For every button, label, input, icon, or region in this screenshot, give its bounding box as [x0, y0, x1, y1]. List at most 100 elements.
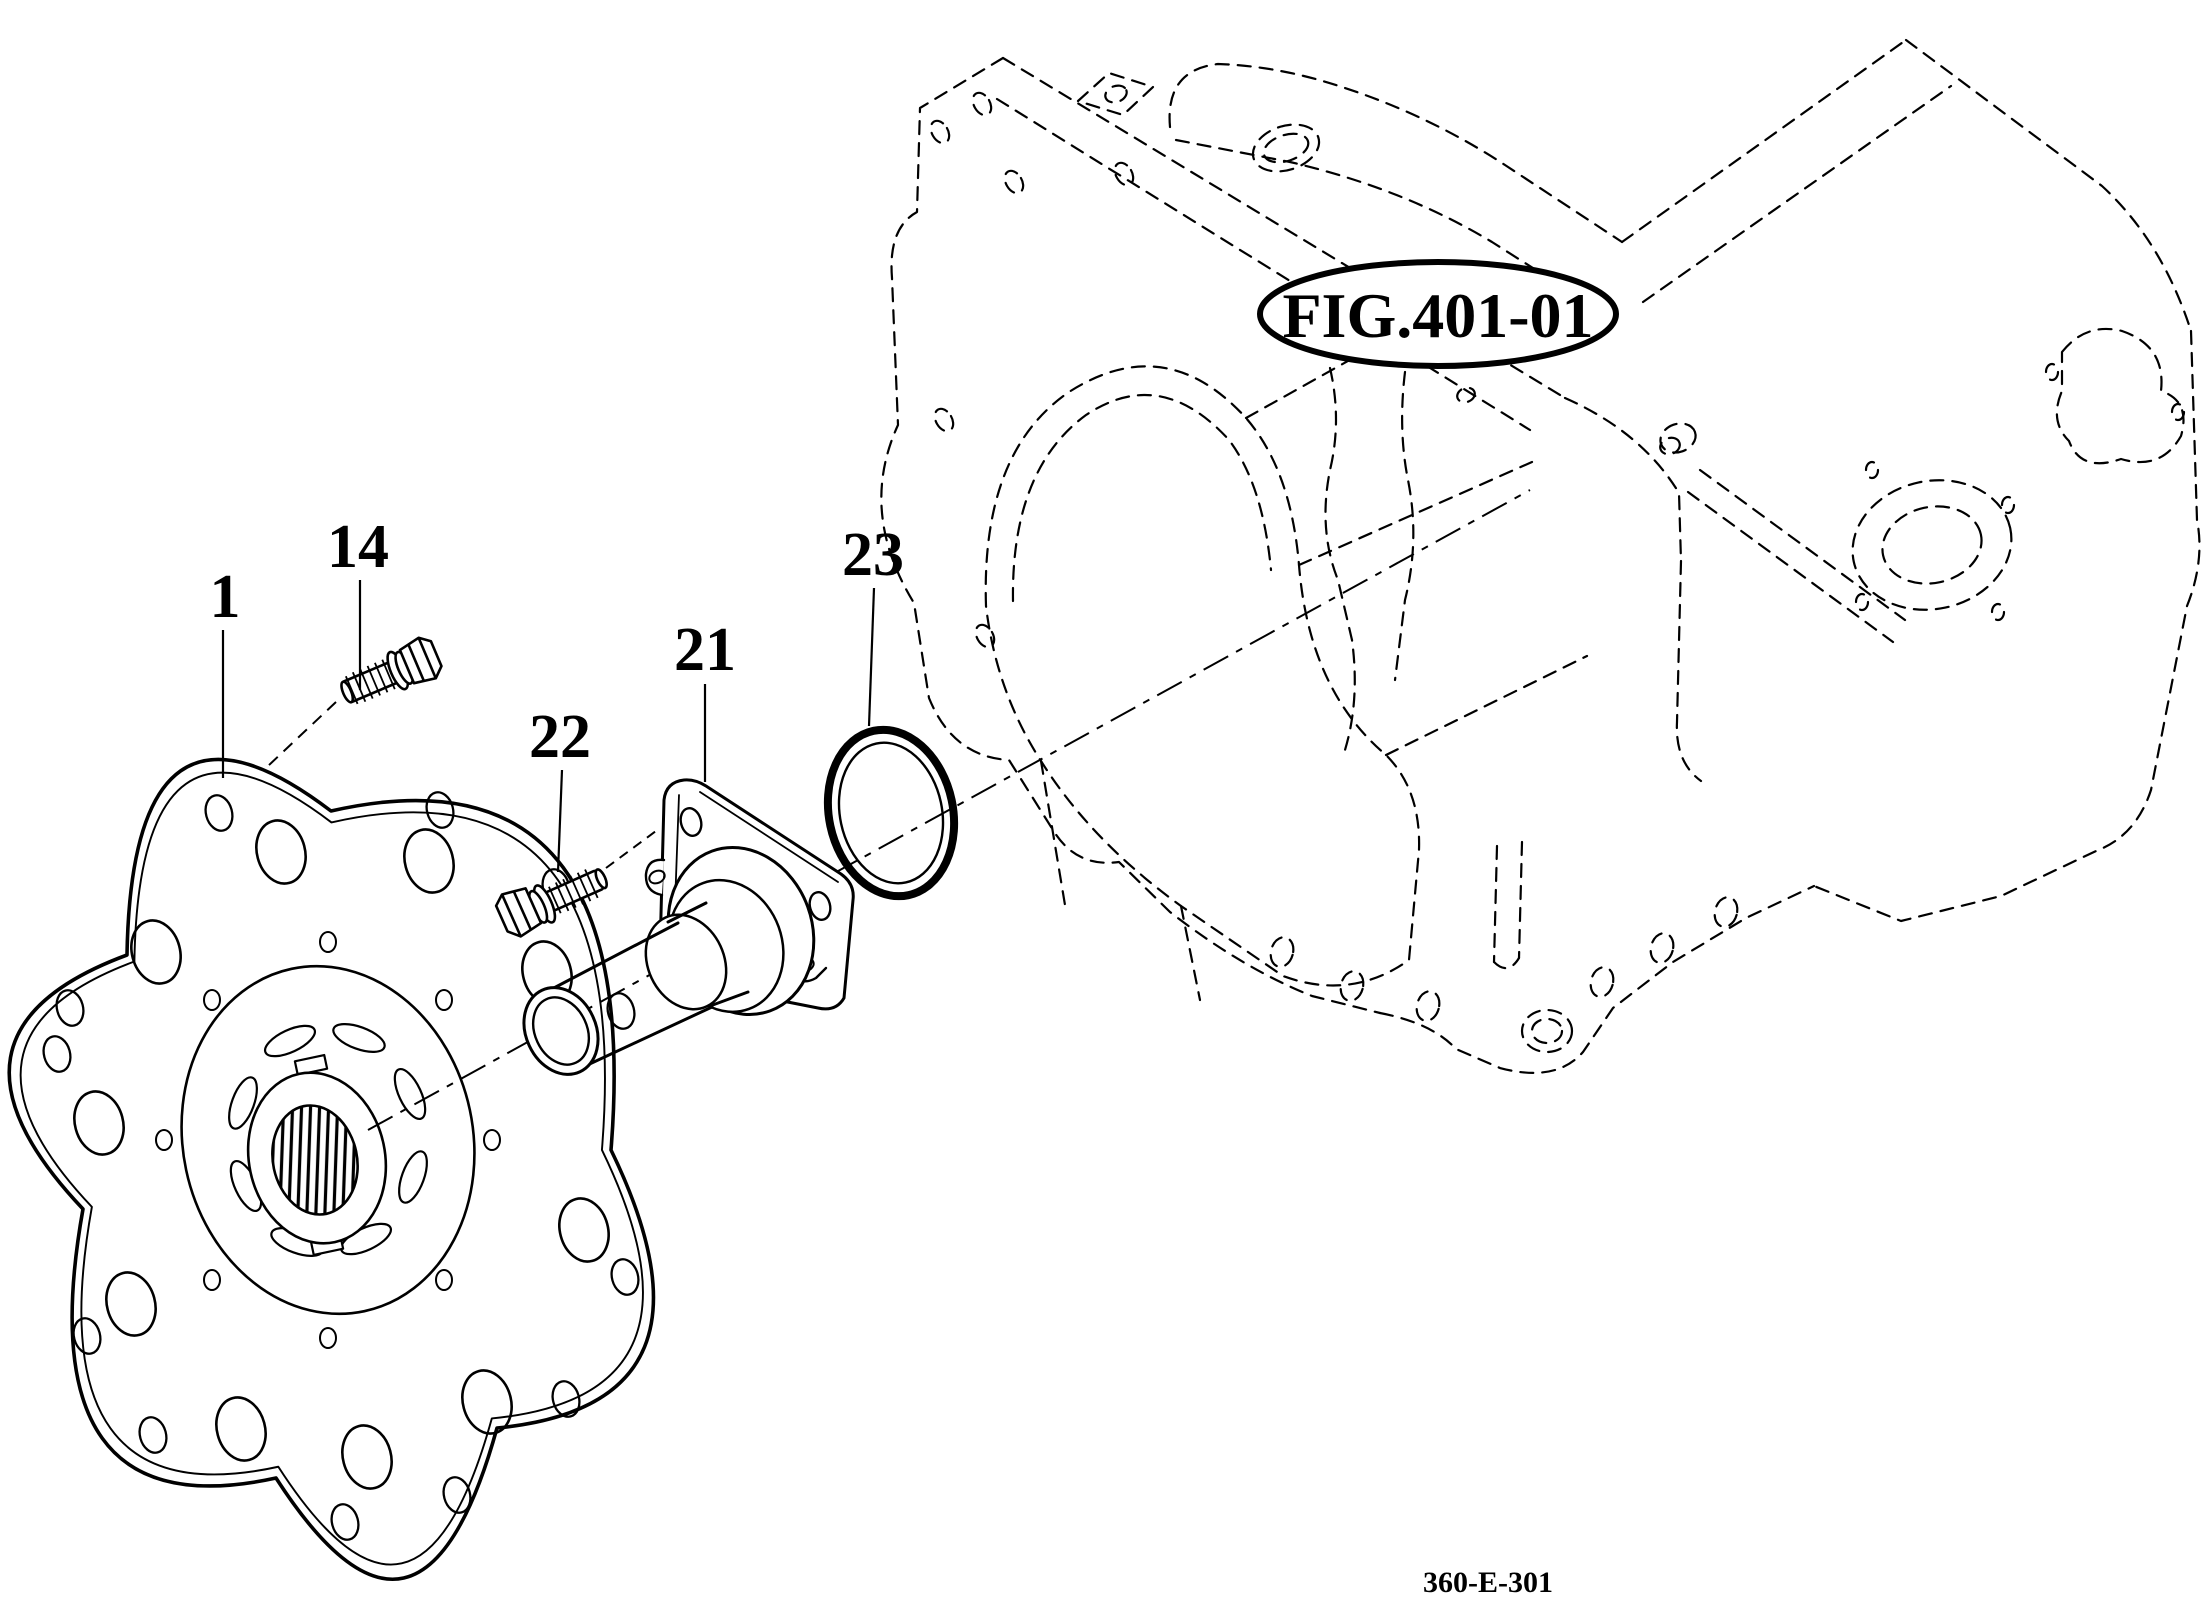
bolt-tip [594, 868, 608, 890]
housing-top-boss-lower [1174, 138, 1604, 314]
bolt-thread [359, 668, 374, 699]
housing-top-right-rail-1 [1620, 38, 1908, 244]
housing-bolt-hole [974, 623, 996, 649]
leader-line-22 [556, 769, 564, 873]
flange-tab-hole [648, 869, 666, 885]
figure-reference-bubble: FIG.401-01 [1257, 259, 1619, 369]
housing-diag-rail-1 [1698, 468, 1907, 622]
disc-hole [461, 1369, 513, 1435]
housing-rear-bore [1851, 479, 2013, 611]
shaft-edge [708, 990, 750, 1008]
housing-rear-bolt [2000, 495, 2016, 515]
leader-dash-22 [605, 827, 661, 869]
flange-edge-line [699, 791, 839, 883]
disc-rim-hole [442, 1476, 472, 1514]
housing-bracket-line-1 [1492, 844, 1499, 964]
housing-flange-hole [1713, 896, 1739, 928]
disc-rim-hole [204, 794, 234, 832]
rivet [435, 989, 453, 1011]
bolt-thread [555, 882, 570, 912]
bolt-thread [381, 659, 396, 690]
housing-top-notch-hole [1104, 84, 1128, 104]
part-label-23: 23 [842, 521, 904, 589]
housing-mid-edge [1675, 559, 1703, 783]
spring-window [263, 1024, 317, 1058]
housing-bell-arch [984, 365, 1421, 987]
housing-kidney-bolt [2170, 402, 2186, 422]
housing-flange-hole [1339, 970, 1365, 1002]
disc-hole [215, 1396, 267, 1462]
housing-bracket-line-2 [1517, 840, 1524, 960]
figure-reference-oval [1257, 259, 1619, 369]
part-label-14: 14 [327, 513, 389, 581]
disc-rim-hole [425, 791, 455, 829]
shaft-collar [644, 913, 728, 1011]
housing-wavy-rib-2 [1393, 370, 1415, 682]
bolt-head-facet [407, 643, 426, 682]
bolt-head-facet [417, 637, 437, 679]
part-labels: 1 14 21 22 23 [210, 513, 904, 873]
housing-kidney-port [2055, 327, 2185, 465]
disc-rim-hole [42, 1035, 72, 1073]
housing-boss-end-inner [1262, 132, 1310, 164]
housing-rear-bolt [1990, 602, 2006, 622]
shaft-edge [548, 921, 680, 992]
bolt-head-facet [500, 893, 522, 938]
housing-top-notch [1076, 71, 1155, 117]
housing-leg-hole-inner [1530, 1017, 1564, 1045]
housing-arch-leg-1 [1179, 904, 1202, 1002]
housing-bolt-hole [929, 119, 951, 145]
o-ring-inner [837, 741, 945, 885]
flange-hole [808, 891, 832, 921]
housing-bell-arch-inner [1011, 394, 1273, 603]
housing-top-rail-1 [1001, 56, 1567, 400]
disc-hole [130, 919, 182, 985]
rivet [203, 1269, 221, 1291]
housing-boss-end [1251, 123, 1321, 173]
housing-rib-4 [1563, 396, 1683, 563]
part-label-22: 22 [529, 703, 591, 771]
bolt-head-facet [512, 890, 533, 931]
part-label-21: 21 [674, 616, 736, 684]
disc-rim-hole [551, 1380, 581, 1418]
flange-hole [679, 807, 703, 837]
spring-window [228, 1076, 258, 1130]
shaft-edge [666, 901, 708, 924]
housing-arch-leg-2 [1039, 759, 1067, 907]
o-ring-outer [823, 725, 959, 901]
housing-bracket-base [1492, 956, 1521, 970]
housing-rear-bolt [1864, 460, 1880, 480]
housing-kidney-bolt [2044, 362, 2060, 382]
bolt-thread [569, 875, 584, 905]
housing-mid-boss-inner [1659, 436, 1681, 456]
housing-top-right-edge [1904, 38, 2193, 333]
housing-top-right-rail-2 [1641, 84, 1953, 304]
rivet [319, 1327, 337, 1349]
disc-rim-hole [55, 989, 85, 1027]
rivet [435, 1269, 453, 1291]
disc-inner-rim [19, 771, 644, 1566]
disc-rim-hole [610, 1258, 640, 1296]
disc-hole [341, 1424, 393, 1490]
part-label-1: 1 [210, 563, 241, 631]
bolt-tip [340, 680, 355, 704]
shaft-bore [531, 996, 591, 1066]
housing-flange-hole [1415, 990, 1441, 1022]
transmission-housing [880, 38, 2201, 1074]
hex-bolt-22 [494, 868, 608, 938]
housing-bolt-hole [933, 407, 955, 433]
spring-window [332, 1023, 386, 1053]
coupling-flange-21 [522, 778, 855, 1076]
housing-rear-bolt [1854, 592, 1870, 612]
disc-hole [73, 1090, 125, 1156]
rivet [203, 989, 221, 1011]
housing-bolt-hole [1003, 169, 1025, 195]
o-ring-23 [823, 725, 959, 901]
spring-window [393, 1067, 427, 1121]
housing-rib-2 [1297, 460, 1534, 567]
housing-top-rail-2 [995, 97, 1532, 432]
clutch-damper-disc [7, 757, 656, 1582]
housing-wavy-rib-1 [1324, 366, 1356, 752]
spring-window [398, 1150, 428, 1204]
